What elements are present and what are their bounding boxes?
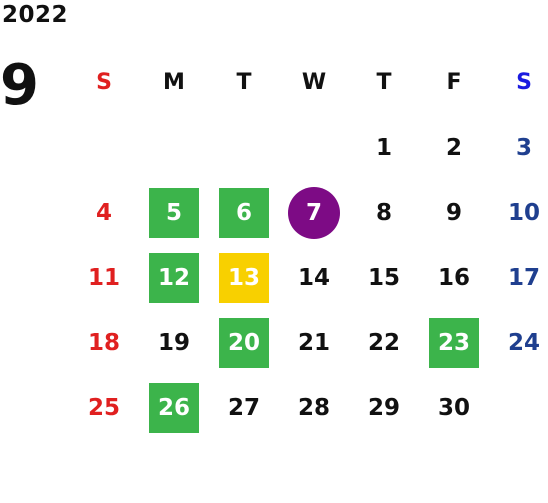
day-number: 24 xyxy=(507,329,540,356)
day-cell-highlighted[interactable]: 20 xyxy=(209,310,279,375)
year-label: 2022 xyxy=(2,2,69,28)
day-number: 11 xyxy=(87,264,120,291)
day-cell[interactable]: 27 xyxy=(209,375,279,440)
day-cell[interactable]: 19 xyxy=(139,310,209,375)
week-row: 11 12 13 14 15 16 17 xyxy=(69,245,548,310)
weekday-monday: M xyxy=(139,50,209,115)
week-row: 4 5 6 7 8 9 10 xyxy=(69,180,548,245)
weekday-label: T xyxy=(236,70,252,95)
day-number: 8 xyxy=(375,199,392,226)
day-cell[interactable]: 17 xyxy=(489,245,548,310)
day-number: 19 xyxy=(157,329,190,356)
day-number: 10 xyxy=(507,199,540,226)
day-number: 28 xyxy=(297,394,330,421)
day-cell-highlighted[interactable]: 12 xyxy=(139,245,209,310)
day-number xyxy=(289,123,339,173)
week-row: 1 2 3 xyxy=(69,115,548,180)
week-row: 18 19 20 21 22 23 24 xyxy=(69,310,548,375)
weekday-label: S xyxy=(96,70,112,95)
day-number: 22 xyxy=(367,329,400,356)
weekday-label: T xyxy=(376,70,392,95)
day-number: 1 xyxy=(375,134,392,161)
weekday-label: W xyxy=(301,70,327,95)
day-number: 14 xyxy=(297,264,330,291)
day-number: 6 xyxy=(219,187,269,238)
weekday-header: S M T W T F S xyxy=(69,50,548,115)
day-cell-highlighted[interactable]: 23 xyxy=(419,310,489,375)
day-cell[interactable]: 21 xyxy=(279,310,349,375)
day-cell-highlighted[interactable]: 5 xyxy=(139,180,209,245)
weekday-friday: F xyxy=(419,50,489,115)
day-cell xyxy=(69,115,139,180)
day-cell[interactable]: 1 xyxy=(349,115,419,180)
month-label: 9 xyxy=(0,53,39,118)
day-cell xyxy=(209,115,279,180)
day-number: 13 xyxy=(219,252,269,303)
day-number: 29 xyxy=(367,394,400,421)
day-number: 2 xyxy=(445,134,462,161)
day-cell[interactable]: 4 xyxy=(69,180,139,245)
day-cell[interactable]: 24 xyxy=(489,310,548,375)
day-cell[interactable]: 30 xyxy=(419,375,489,440)
day-number: 30 xyxy=(437,394,470,421)
day-number: 15 xyxy=(367,264,400,291)
day-cell[interactable]: 9 xyxy=(419,180,489,245)
day-number: 5 xyxy=(149,187,199,238)
week-row: 25 26 27 28 29 30 xyxy=(69,375,548,440)
day-number xyxy=(219,123,269,173)
day-number xyxy=(499,383,548,433)
day-cell xyxy=(489,375,548,440)
weekday-label: F xyxy=(446,70,462,95)
day-number: 16 xyxy=(437,264,470,291)
day-cell-highlighted[interactable]: 26 xyxy=(139,375,209,440)
day-cell[interactable]: 22 xyxy=(349,310,419,375)
day-number: 12 xyxy=(149,252,199,303)
day-number: 23 xyxy=(429,317,479,368)
day-cell-today[interactable]: 7 xyxy=(279,180,349,245)
day-number: 25 xyxy=(87,394,120,421)
weekday-saturday: S xyxy=(489,50,548,115)
day-cell[interactable]: 2 xyxy=(419,115,489,180)
day-cell[interactable]: 15 xyxy=(349,245,419,310)
day-cell-highlighted[interactable]: 6 xyxy=(209,180,279,245)
day-cell xyxy=(139,115,209,180)
day-cell[interactable]: 8 xyxy=(349,180,419,245)
day-cell[interactable]: 16 xyxy=(419,245,489,310)
day-cell[interactable]: 29 xyxy=(349,375,419,440)
day-cell[interactable]: 3 xyxy=(489,115,548,180)
day-number xyxy=(79,123,129,173)
day-number: 18 xyxy=(87,329,120,356)
day-number xyxy=(149,123,199,173)
day-cell[interactable]: 18 xyxy=(69,310,139,375)
day-cell[interactable]: 14 xyxy=(279,245,349,310)
day-cell[interactable]: 28 xyxy=(279,375,349,440)
day-cell xyxy=(279,115,349,180)
day-cell[interactable]: 11 xyxy=(69,245,139,310)
day-cell[interactable]: 25 xyxy=(69,375,139,440)
weekday-wednesday: W xyxy=(279,50,349,115)
day-number: 7 xyxy=(288,186,340,239)
weekday-sunday: S xyxy=(69,50,139,115)
day-number: 20 xyxy=(219,317,269,368)
day-cell[interactable]: 10 xyxy=(489,180,548,245)
day-number: 4 xyxy=(95,199,112,226)
weekday-label: M xyxy=(163,70,185,95)
weekday-label: S xyxy=(516,70,532,95)
day-number: 27 xyxy=(227,394,260,421)
day-number: 26 xyxy=(149,382,199,433)
weekday-tuesday: T xyxy=(209,50,279,115)
day-number: 9 xyxy=(445,199,462,226)
day-number: 21 xyxy=(297,329,330,356)
day-number: 17 xyxy=(507,264,540,291)
weekday-thursday: T xyxy=(349,50,419,115)
day-number: 3 xyxy=(515,134,532,161)
calendar-grid: S M T W T F S 1 2 3 4 5 6 7 8 9 10 xyxy=(69,50,548,440)
day-cell-highlighted-yellow[interactable]: 13 xyxy=(209,245,279,310)
